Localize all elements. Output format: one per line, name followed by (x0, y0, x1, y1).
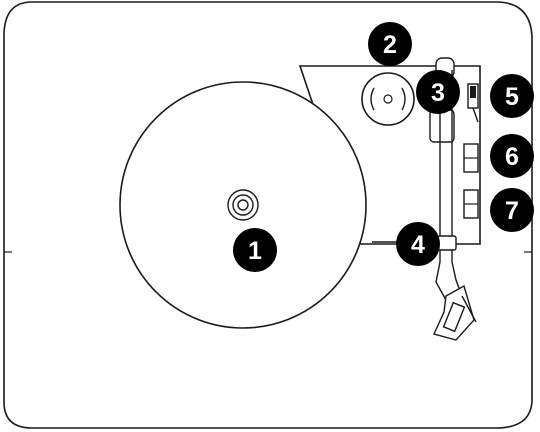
callout-1-badge (233, 228, 277, 272)
callout-5: 5 (490, 74, 534, 118)
callout-1: 1 (233, 228, 277, 272)
callout-4-badge (396, 222, 440, 266)
cartridge (442, 301, 466, 333)
adapter-slot-left (370, 87, 375, 111)
tonearm-clip-body (437, 235, 457, 251)
callout-4-number: 4 (411, 231, 425, 259)
callout-3-number: 3 (431, 79, 445, 107)
callout-6: 6 (490, 134, 534, 178)
lever-knob (470, 86, 476, 98)
headshell-grip (461, 295, 477, 323)
callout-7-number: 7 (505, 197, 519, 225)
callout-2-badge (368, 22, 412, 66)
callout-6-badge (490, 134, 534, 178)
callout-3: 3 (416, 70, 460, 114)
callout-5-number: 5 (505, 83, 519, 111)
callout-7: 7 (490, 188, 534, 232)
callout-4: 4 (396, 222, 440, 266)
callout-1-number: 1 (248, 237, 262, 265)
lever-arm (472, 107, 479, 123)
callout-7-badge (490, 188, 534, 232)
spindle-pin (237, 199, 249, 211)
callout-2-number: 2 (383, 31, 397, 59)
tonearm-lift-housing (429, 109, 455, 143)
callout-6-number: 6 (505, 143, 519, 171)
callout-5-badge (490, 74, 534, 118)
adapter-center (383, 94, 393, 104)
callout-3-badge (416, 70, 460, 114)
callout-2: 2 (368, 22, 412, 66)
adapter-slot-right (401, 87, 406, 111)
